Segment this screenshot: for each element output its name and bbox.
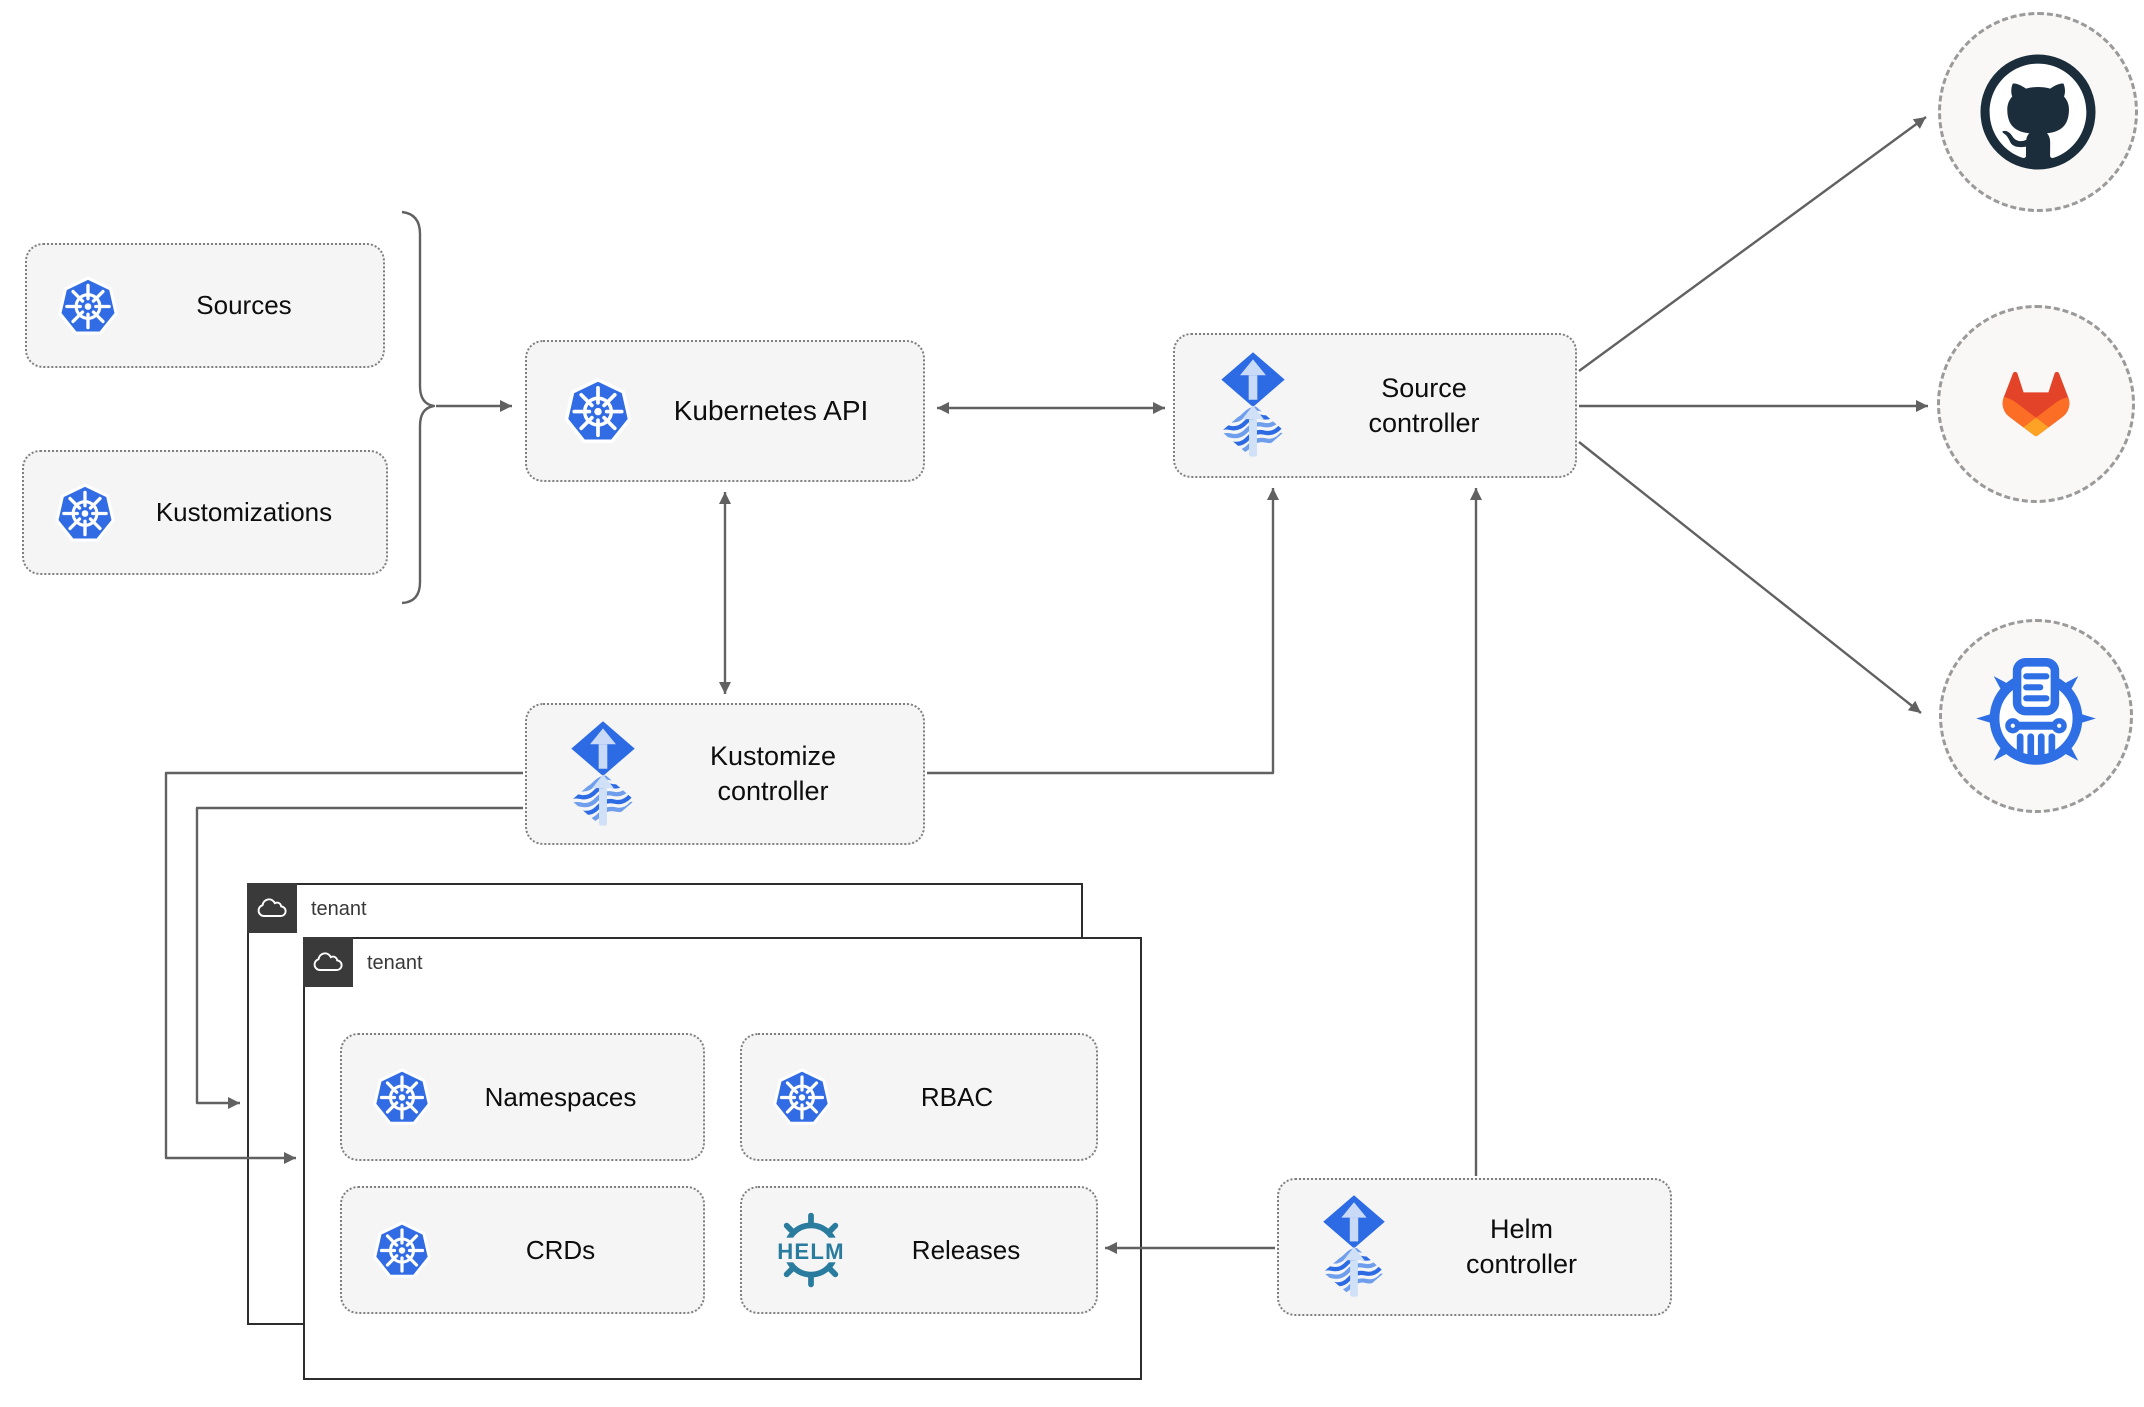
brace-sources-group bbox=[401, 210, 436, 605]
node-github bbox=[1938, 12, 2138, 212]
node-kustomize-controller: Kustomize controller bbox=[525, 703, 925, 845]
node-namespaces-label: Namespaces bbox=[484, 1081, 637, 1112]
github-icon bbox=[1980, 54, 2096, 170]
line2: controller bbox=[1368, 407, 1480, 438]
tenant-outer-label: tenant bbox=[311, 898, 367, 920]
node-helm-controller: Helm controller bbox=[1277, 1178, 1672, 1316]
node-releases: Releases bbox=[740, 1186, 1098, 1314]
node-sources-label: Sources bbox=[196, 290, 292, 320]
node-helm-controller-label: Helm controller bbox=[1389, 1212, 1670, 1281]
node-kubernetes-api-label: Kubernetes API bbox=[673, 395, 869, 426]
cloud-icon bbox=[311, 949, 345, 975]
gitlab-icon bbox=[2002, 371, 2070, 437]
node-source-controller: Source controller bbox=[1173, 333, 1577, 478]
flux-icon bbox=[1217, 352, 1289, 459]
node-chart-repository bbox=[1939, 619, 2133, 813]
line1: Kustomize bbox=[709, 741, 837, 772]
node-rbac-label: RBAC bbox=[920, 1081, 994, 1112]
node-crds-label: CRDs bbox=[525, 1234, 596, 1265]
node-gitlab bbox=[1937, 305, 2135, 503]
kubernetes-icon bbox=[561, 374, 635, 448]
node-kustomizations: Kustomizations bbox=[22, 450, 388, 575]
node-kustomize-controller-label: Kustomize controller bbox=[639, 739, 923, 808]
kubernetes-icon bbox=[55, 273, 121, 339]
node-kustomizations-label: Kustomizations bbox=[155, 497, 333, 527]
line1: Source bbox=[1381, 372, 1467, 403]
kubernetes-icon bbox=[370, 1065, 434, 1129]
node-sources: Sources bbox=[25, 243, 385, 368]
cloud-icon bbox=[255, 895, 289, 921]
chartmuseum-icon bbox=[1976, 658, 2096, 765]
flux-icon bbox=[567, 721, 639, 828]
line1: Helm bbox=[1489, 1214, 1553, 1245]
edge-kustomize-to-source bbox=[927, 488, 1279, 775]
tenant-outer-tag bbox=[247, 883, 297, 933]
line2: controller bbox=[717, 776, 829, 806]
helm-icon bbox=[770, 1209, 852, 1291]
kubernetes-icon bbox=[770, 1065, 834, 1129]
tenant-inner-label: tenant bbox=[367, 952, 423, 974]
tenant-inner-tag bbox=[303, 937, 353, 987]
node-source-controller-label: Source controller bbox=[1289, 371, 1575, 440]
kubernetes-icon bbox=[370, 1218, 434, 1282]
line2: controller bbox=[1465, 1249, 1578, 1279]
node-kubernetes-api: Kubernetes API bbox=[525, 340, 925, 482]
edge-source-to-github bbox=[1578, 116, 1927, 372]
kubernetes-icon bbox=[52, 480, 118, 546]
node-rbac: RBAC bbox=[740, 1033, 1098, 1161]
node-releases-label: Releases bbox=[911, 1234, 1021, 1265]
node-crds: CRDs bbox=[340, 1186, 705, 1314]
edge-source-to-chart-repository bbox=[1578, 441, 1922, 714]
flux-icon bbox=[1319, 1195, 1389, 1299]
node-namespaces: Namespaces bbox=[340, 1033, 705, 1161]
